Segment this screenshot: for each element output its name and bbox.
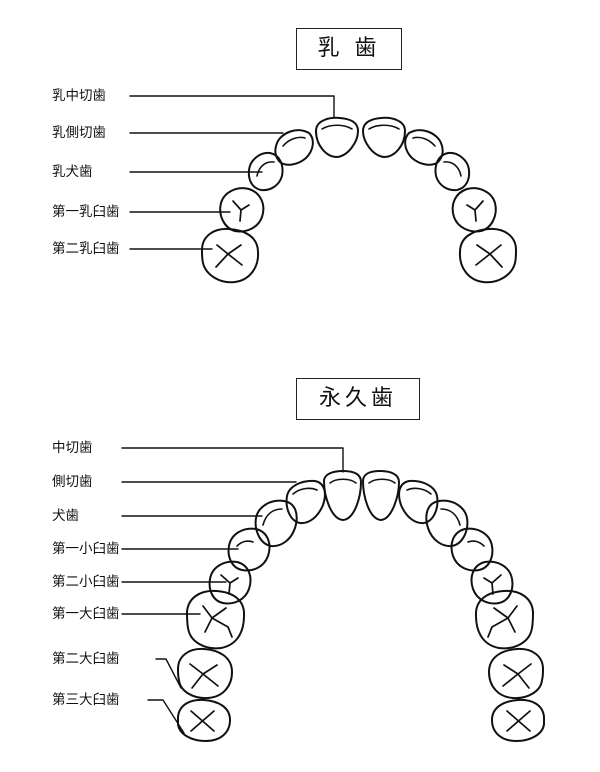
second-premolar-right — [470, 560, 514, 605]
primary-lateral-incisor-left — [274, 129, 314, 166]
first-molar-left — [186, 589, 246, 650]
canine-left — [254, 499, 298, 548]
primary-second-molar-right — [458, 227, 517, 284]
label-lateral-incisor: 側切歯 — [52, 474, 93, 490]
primary-leader-lines — [129, 95, 335, 250]
primary-arch — [201, 116, 517, 284]
label-first-premolar: 第一小臼歯 — [52, 541, 120, 557]
primary-first-molar-left — [219, 187, 265, 233]
label-primary-lateral-incisor: 乳側切歯 — [52, 125, 106, 141]
first-molar-right — [474, 589, 534, 650]
second-molar-right — [488, 647, 544, 700]
label-second-molar: 第二大臼歯 — [52, 651, 120, 667]
permanent-arch — [177, 470, 545, 742]
permanent-leader-lines — [121, 447, 344, 734]
central-incisor-right — [362, 470, 400, 521]
central-incisor-left — [323, 470, 362, 521]
permanent-teeth-title: 永久歯 — [296, 378, 420, 420]
label-primary-canine: 乳犬歯 — [52, 164, 93, 180]
label-central-incisor: 中切歯 — [52, 440, 93, 456]
primary-central-incisor-left — [315, 116, 359, 158]
third-molar-right — [491, 698, 545, 742]
second-molar-left — [177, 647, 233, 700]
primary-canine-left — [247, 151, 284, 192]
lateral-incisor-left — [285, 479, 326, 525]
label-second-premolar: 第二小臼歯 — [52, 574, 120, 590]
label-primary-central-incisor: 乳中切歯 — [52, 88, 106, 104]
primary-first-molar-right — [451, 187, 497, 233]
primary-canine-right — [434, 151, 471, 192]
second-premolar-left — [208, 560, 252, 605]
primary-second-molar-left — [201, 227, 260, 284]
label-primary-first-molar: 第一乳臼歯 — [52, 204, 120, 220]
primary-lateral-incisor-right — [404, 129, 444, 166]
label-primary-second-molar: 第二乳臼歯 — [52, 241, 120, 257]
primary-teeth-title: 乳 歯 — [296, 28, 402, 70]
canine-right — [425, 499, 469, 548]
third-molar-left — [177, 698, 231, 742]
label-third-molar: 第三大臼歯 — [52, 692, 120, 708]
label-first-molar: 第一大臼歯 — [52, 606, 120, 622]
primary-central-incisor-right — [362, 116, 406, 158]
first-premolar-left — [227, 527, 271, 572]
first-premolar-right — [450, 527, 494, 572]
label-canine: 犬歯 — [52, 508, 79, 524]
lateral-incisor-right — [398, 479, 439, 525]
